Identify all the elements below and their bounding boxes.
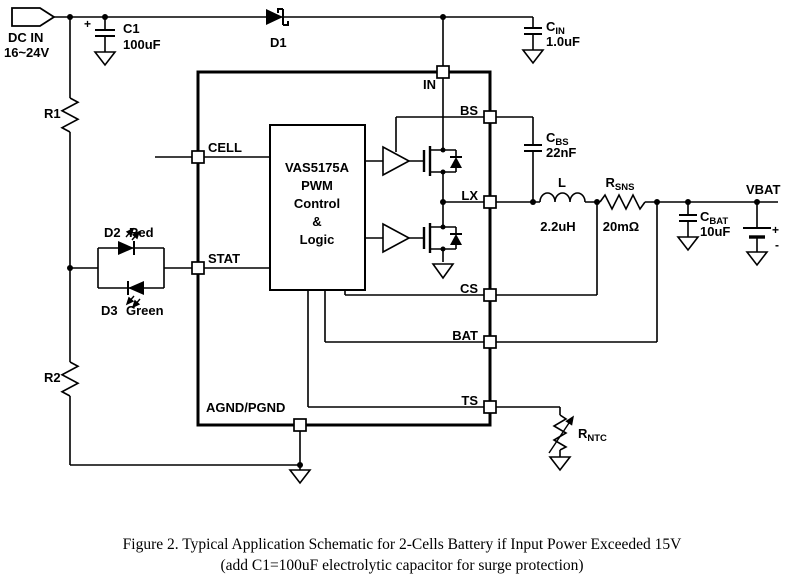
cin-label: CIN [546, 19, 565, 37]
c1-label: C1 [123, 21, 140, 36]
capacitor-cin [524, 27, 542, 35]
pin-squares [191, 65, 497, 432]
rntc-arrow [548, 419, 572, 454]
pin-square-stat [191, 261, 205, 275]
ground-icon [745, 251, 769, 267]
d2-label: D2 [104, 225, 121, 240]
battery-minus-label: - [775, 238, 779, 252]
schematic-canvas: DC IN 16~24V + C1 100uF D1 CIN 1.0uF R1 … [4, 7, 780, 485]
pin-in-label: IN [423, 77, 436, 92]
ic-name: VAS5175A [285, 160, 350, 175]
pin-square-agnd [293, 418, 307, 432]
pin-square-bat [483, 335, 497, 349]
rsns-value: 20mΩ [603, 219, 639, 234]
c1-polarity-label: + [84, 17, 91, 31]
r1-label: R1 [44, 106, 61, 121]
pin-square-bs [483, 110, 497, 124]
pin-stat-label: STAT [208, 251, 240, 266]
ground-icon [548, 456, 572, 472]
pin-bat-label: BAT [452, 328, 478, 343]
gate-driver-buffer-bottom [382, 222, 411, 254]
ground-icon [288, 469, 312, 485]
figure-caption-line2: (add C1=100uF electrolytic capacitor for… [220, 557, 584, 574]
cbat-value: 10uF [700, 224, 730, 239]
cbs-label: CBS [546, 130, 569, 148]
pin-square-in [436, 65, 450, 79]
pin-agnd-label: AGND/PGND [206, 400, 285, 415]
emission-arrows [125, 227, 574, 454]
cbs-value: 22nF [546, 145, 576, 160]
d3-color-label: Green [126, 303, 164, 318]
diode-d1-icon [266, 9, 283, 25]
controller-outline-box [196, 70, 492, 427]
pin-square-ts [483, 400, 497, 414]
pin-bs-label: BS [460, 103, 478, 118]
d2-color-label: Red [129, 225, 154, 240]
body-diode-top-icon [450, 157, 462, 168]
dc-in-voltage-label: 16~24V [4, 45, 50, 60]
mosfet-bars [422, 146, 432, 253]
ground-symbols [93, 49, 769, 485]
rsns-label: RSNS [606, 175, 635, 193]
inductor-value: 2.2uH [540, 219, 575, 234]
inductor-label: L [558, 175, 566, 190]
ground-icon [676, 236, 700, 252]
dc-in-label: DC IN [8, 30, 43, 45]
pin-square-lx [483, 195, 497, 209]
ic-vas5175a-box [269, 124, 366, 291]
battery-plus-label: + [772, 223, 779, 237]
ground-icon [521, 49, 545, 65]
d1-label: D1 [270, 35, 287, 50]
pin-square-cell [191, 150, 205, 164]
gate-driver-buffer-top [382, 145, 411, 177]
body-diode-bottom-icon [450, 234, 462, 245]
c1-value: 100uF [123, 37, 161, 52]
capacitor-c1 [95, 29, 115, 37]
dc-in-connector [11, 7, 56, 27]
figure-caption-line1: Figure 2. Typical Application Schematic … [122, 536, 682, 553]
ic-line-logic: Logic [300, 232, 335, 247]
vbat-label: VBAT [746, 182, 780, 197]
wire-segments [54, 16, 778, 470]
d3-label: D3 [101, 303, 118, 318]
cbat-label: CBAT [700, 209, 728, 227]
junction-dots [67, 14, 760, 468]
pin-square-cs [483, 288, 497, 302]
r2-label: R2 [44, 370, 61, 385]
led-d3-icon [128, 281, 144, 295]
ground-icon [431, 263, 455, 280]
ic-line-control: Control [294, 196, 340, 211]
pin-ts-label: TS [461, 393, 478, 408]
pin-cell-label: CELL [208, 140, 242, 155]
pin-lx-label: LX [461, 188, 478, 203]
figure-caption: Figure 2. Typical Application Schematic … [0, 534, 804, 576]
pin-cs-label: CS [460, 281, 478, 296]
ic-line-amp: & [312, 214, 321, 229]
diode-triangles [118, 9, 462, 295]
ic-line-pwm: PWM [301, 178, 333, 193]
rntc-label: RNTC [578, 426, 607, 444]
cin-value: 1.0uF [546, 34, 580, 49]
capacitor-cbat [679, 214, 697, 222]
led-d2-icon [118, 241, 134, 255]
gate-drivers [382, 145, 411, 254]
capacitor-cbs [524, 144, 542, 152]
ground-icon [93, 51, 117, 67]
